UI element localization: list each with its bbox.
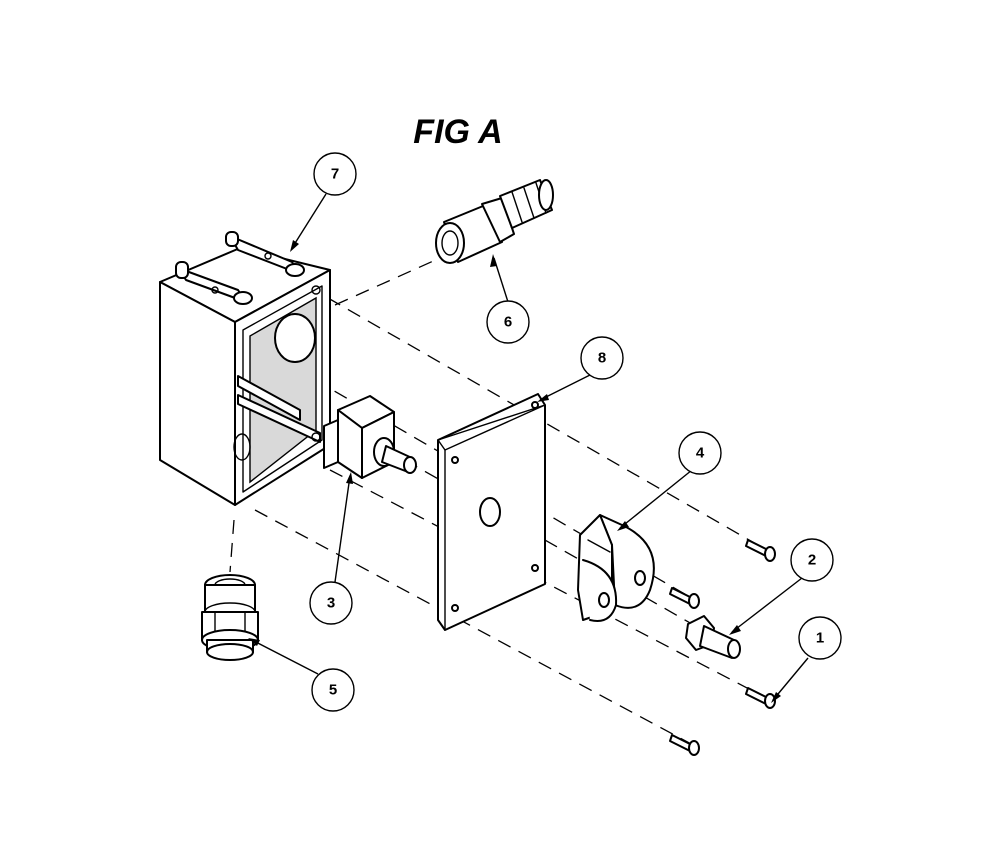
center-line-screw-upper (327, 297, 771, 553)
callout-4-label: 4 (696, 445, 705, 462)
screw-upper (745, 539, 776, 562)
callout-8-label: 8 (598, 350, 606, 367)
figure-title: FIG A (413, 113, 502, 151)
center-line-fitting-5 (229, 519, 235, 573)
callout-4: 4 (678, 431, 722, 475)
callout-2-label: 2 (808, 552, 816, 569)
screw-lower-part-1 (745, 687, 776, 709)
guard-bracket-part-4 (577, 514, 655, 622)
electrical-box-part-7 (159, 231, 331, 506)
center-line-fitting-6 (334, 257, 441, 306)
callout-2: 2 (790, 538, 834, 582)
callout-3-label: 3 (327, 595, 335, 612)
center-line-screw-lower (329, 469, 771, 701)
leader-8 (539, 374, 591, 401)
callout-1: 1 (798, 616, 842, 660)
screw-bottom (669, 734, 700, 756)
center-line-switch-lever (404, 459, 721, 641)
screw-middle (669, 587, 700, 609)
leader-5 (251, 639, 319, 675)
leader-7 (291, 193, 327, 249)
leader-2 (731, 577, 803, 633)
cover-plate-hole (479, 497, 501, 527)
center-line-screw-bottom (254, 509, 696, 747)
callout-7-label: 7 (331, 166, 339, 183)
cover-plate-part-8 (437, 393, 546, 631)
box-knockout-hole (274, 313, 316, 363)
toggle-switch-part-3 (323, 395, 417, 479)
callout-8: 8 (580, 336, 624, 380)
leader-lines (248, 193, 809, 703)
hose-barb-fitting-part-6 (435, 179, 554, 264)
callout-1-label: 1 (816, 630, 824, 647)
callout-5: 5 (311, 668, 355, 712)
callout-3: 3 (309, 581, 353, 625)
leader-4 (619, 469, 693, 529)
callout-6-label: 6 (504, 314, 512, 331)
callout-5-label: 5 (329, 682, 337, 699)
callout-6: 6 (486, 300, 530, 344)
leader-3 (334, 475, 351, 583)
cable-gland-part-5 (201, 574, 259, 661)
lever-cap-part-2 (685, 615, 741, 659)
callout-7: 7 (313, 152, 357, 196)
leader-1 (772, 657, 809, 701)
box-bottom-knockout (233, 433, 251, 461)
